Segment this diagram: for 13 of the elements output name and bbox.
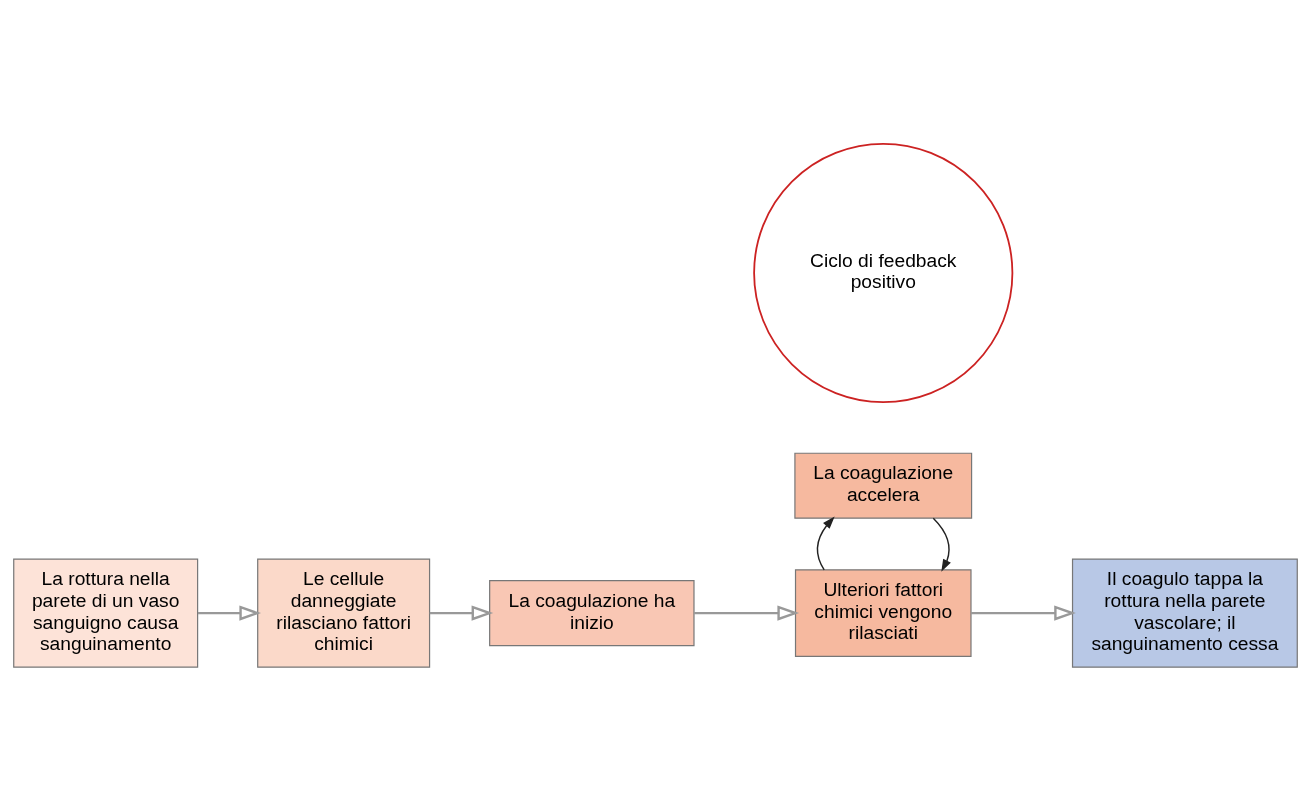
arrow — [197, 605, 262, 621]
node-box: La rottura nella parete di un vaso sanguigno causa sanguinamento — [13, 557, 199, 668]
node-box: Le cellule danneggiate rilasciano fattori chimici — [257, 557, 431, 668]
arrow — [816, 516, 835, 571]
arrow — [429, 605, 494, 621]
node-box: Ulteriori fattori chimici vengono rilasciati — [794, 568, 972, 657]
arrow — [932, 517, 951, 572]
arrow — [971, 605, 1076, 621]
node-circle: Ciclo di feedback positivo — [753, 142, 1014, 403]
arrow — [694, 605, 800, 621]
node-box: La coagulazione ha inizio — [489, 579, 695, 646]
node-box: La coagulazione accelera — [794, 452, 973, 519]
node-box: Il coagulo tappa la rottura nella parete vascolare; il sanguinamento cessa — [1071, 557, 1298, 668]
